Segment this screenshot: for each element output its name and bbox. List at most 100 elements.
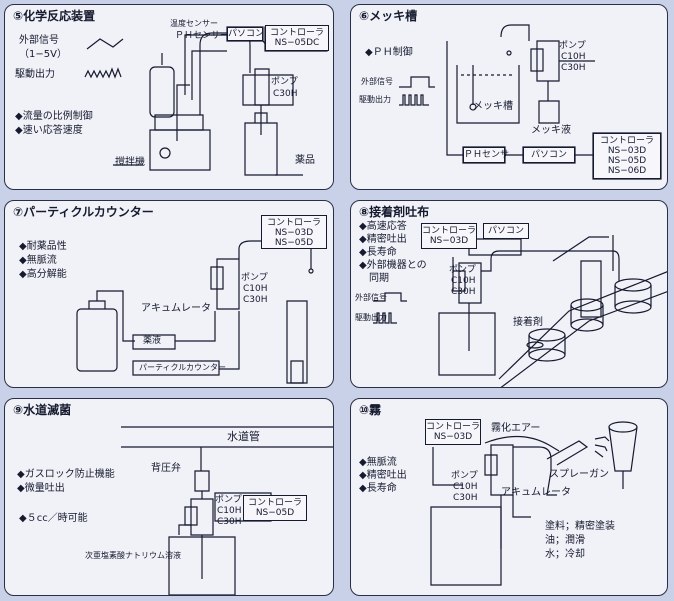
controller-model-3: NS−06D bbox=[607, 166, 647, 176]
bullet-fast-response: ◆速い応答速度 bbox=[15, 125, 83, 136]
atomizing-air-label: 霧化エアー bbox=[491, 423, 541, 434]
controller-name: コントローラ bbox=[422, 226, 477, 236]
panel-chemical-reactor: ⑤化学反応装置 外部信号 （1−5V） 駆動出力 ◆流量の bbox=[4, 4, 334, 190]
controller-box: コントローラ NS−05D bbox=[243, 495, 307, 521]
pump-label: ポンプ bbox=[559, 41, 586, 51]
adhesive-label: 接着剤 bbox=[513, 317, 543, 328]
sterilization-diagram bbox=[5, 399, 334, 596]
panel-title: ⑦パーティクルカウンター bbox=[13, 205, 154, 219]
bullet-pulseless: ◆無脈流 bbox=[359, 457, 397, 468]
controller-model-2: NS−05D bbox=[607, 156, 647, 166]
bullet-chemical-resistant: ◆耐薬品性 bbox=[19, 241, 67, 252]
panel-title: ⑧接着剤吐布 bbox=[359, 205, 430, 219]
plating-diagram bbox=[351, 5, 668, 190]
pump-model-1: C10H bbox=[217, 506, 242, 516]
mist-diagram bbox=[351, 399, 668, 596]
panel-water-sterilization: ⑨水道滅菌 水道管 背圧弁 ◆ガスロック防止機能 ◆微量吐出 ◆５cc／時可能 … bbox=[4, 398, 334, 596]
controller-model: NS−05DC bbox=[274, 38, 320, 48]
pump-model-2: C30H bbox=[217, 517, 242, 527]
mixer-label: 撹拌機 bbox=[115, 157, 145, 168]
controller-box: コントローラ NS−05DC bbox=[265, 25, 329, 51]
panel-plating-tank: ⑥メッキ槽 ◆ＰＨ制御 外部信号 駆動出力 メッキ槽 メッキ液 ＰＨセンサ bbox=[350, 4, 668, 190]
panel-mist: ⑩霧 コントローラ NS−03D 霧化エアー ◆無脈流 ◆精密吐出 ◆長寿命 ポ… bbox=[350, 398, 668, 596]
ph-control-bullet: ◆ＰＨ制御 bbox=[365, 47, 413, 58]
accumulator-label: アキュムレータ bbox=[501, 487, 571, 498]
ph-sensor-box: ＰＨセンサ bbox=[463, 147, 509, 163]
pump-model-2: C30H bbox=[451, 287, 476, 297]
bullet-precise: ◆精密吐出 bbox=[359, 470, 407, 481]
bullet-gas-lock: ◆ガスロック防止機能 bbox=[17, 469, 115, 480]
signal-range-label: （1−5V） bbox=[19, 49, 67, 60]
controller-box: コントローラ NS−03D NS−05D bbox=[261, 215, 327, 249]
pump-label: ポンプ bbox=[215, 495, 242, 505]
bullet-precise: ◆精密吐出 bbox=[359, 234, 407, 245]
pump-label: ポンプ bbox=[451, 471, 478, 481]
controller-box: コントローラ NS−03D bbox=[425, 419, 481, 445]
controller-name: コントローラ bbox=[599, 136, 654, 146]
reagent-label: 薬液 bbox=[143, 336, 162, 346]
particle-counter-box: パーティクルカウンター bbox=[139, 363, 227, 372]
bullet-long-life: ◆長寿命 bbox=[359, 483, 397, 494]
temp-sensor-label: 温度センサー bbox=[170, 19, 218, 28]
pc-box: パソコン bbox=[523, 147, 575, 163]
bullet-sync-cont: 同期 bbox=[359, 273, 389, 284]
ph-sensor-label: ＰＨセンサー bbox=[175, 31, 230, 41]
plating-liquid-label: メッキ液 bbox=[531, 125, 571, 136]
bullet-micro-discharge: ◆微量吐出 bbox=[17, 483, 65, 494]
pc-box: パソコン bbox=[483, 223, 529, 239]
chemical-label: 薬品 bbox=[295, 155, 315, 166]
pump-model-1: C10H bbox=[243, 284, 268, 294]
drive-output-label: 駆動出力 bbox=[359, 95, 391, 104]
panel-title: ⑨水道滅菌 bbox=[13, 403, 72, 417]
pump-model: C30H bbox=[273, 89, 298, 99]
bullet-proportional: ◆流量の比例制御 bbox=[15, 111, 93, 122]
controller-model: NS−03D bbox=[433, 432, 473, 442]
controller-name: コントローラ bbox=[426, 422, 481, 432]
bullet-external-sync: ◆外部機器との bbox=[359, 260, 427, 271]
controller-box: コントローラ NS−03D NS−05D NS−06D bbox=[593, 133, 661, 179]
water-pipe-label: 水道管 bbox=[227, 430, 260, 443]
pump-model-2: C30H bbox=[561, 63, 586, 73]
spray-gun-label: スプレーガン bbox=[549, 469, 609, 480]
pump-model-2: C30H bbox=[453, 493, 478, 503]
pump-model-1: C10H bbox=[453, 482, 478, 492]
adhesive-diagram bbox=[351, 201, 668, 388]
use-oil: 油；潤滑 bbox=[545, 535, 585, 546]
bullet-pulseless: ◆無脈流 bbox=[19, 255, 57, 266]
bullet-long-life: ◆長寿命 bbox=[359, 247, 397, 258]
plating-tank-label: メッキ槽 bbox=[473, 101, 513, 112]
panel-particle-counter: ⑦パーティクルカウンター ◆耐薬品性 ◆無脈流 ◆高分解能 コントローラ NS−… bbox=[4, 200, 334, 388]
use-paint: 塗料；精密塗装 bbox=[545, 521, 615, 532]
pc-box: パソコン bbox=[227, 27, 265, 41]
controller-name: コントローラ bbox=[247, 498, 302, 508]
accumulator-label: アキュムレータ bbox=[141, 303, 211, 314]
controller-model-1: NS−03D bbox=[274, 228, 314, 238]
controller-model-2: NS−05D bbox=[274, 238, 314, 248]
panel-adhesive-dispensing: ⑧接着剤吐布 ◆高速応答 bbox=[350, 200, 668, 388]
panel-title: ⑥メッキ槽 bbox=[359, 9, 418, 23]
controller-model: NS−03D bbox=[429, 236, 469, 246]
rate-label: ◆５cc／時可能 bbox=[19, 513, 88, 524]
bullet-high-resolution: ◆高分解能 bbox=[19, 269, 67, 280]
controller-name: コントローラ bbox=[269, 28, 324, 38]
controller-model-1: NS−03D bbox=[607, 146, 647, 156]
external-signal-label: 外部信号 bbox=[355, 293, 387, 302]
pump-model-1: C10H bbox=[451, 276, 476, 286]
drive-output-label: 駆動出力 bbox=[15, 69, 55, 80]
pump-label: ポンプ bbox=[241, 273, 268, 283]
use-water: 水；冷却 bbox=[545, 549, 585, 560]
bullet-high-speed: ◆高速応答 bbox=[359, 221, 407, 232]
pump-model-2: C30H bbox=[243, 295, 268, 305]
pump-label: ポンプ bbox=[449, 265, 476, 275]
panel-title: ⑤化学反応装置 bbox=[13, 9, 96, 23]
back-pressure-valve-label: 背圧弁 bbox=[151, 463, 181, 474]
external-signal-label: 外部信号 bbox=[19, 35, 59, 46]
external-signal-label: 外部信号 bbox=[361, 77, 393, 86]
pump-model-1: C10H bbox=[561, 52, 586, 62]
controller-name: コントローラ bbox=[266, 218, 321, 228]
controller-model: NS−05D bbox=[255, 508, 295, 518]
pump-label: ポンプ bbox=[271, 77, 298, 87]
controller-box: コントローラ NS−03D bbox=[421, 223, 477, 249]
panel-title: ⑩霧 bbox=[359, 403, 382, 417]
sodium-hypochlorite-label: 次亜塩素酸ナトリウム溶液 bbox=[85, 551, 181, 560]
